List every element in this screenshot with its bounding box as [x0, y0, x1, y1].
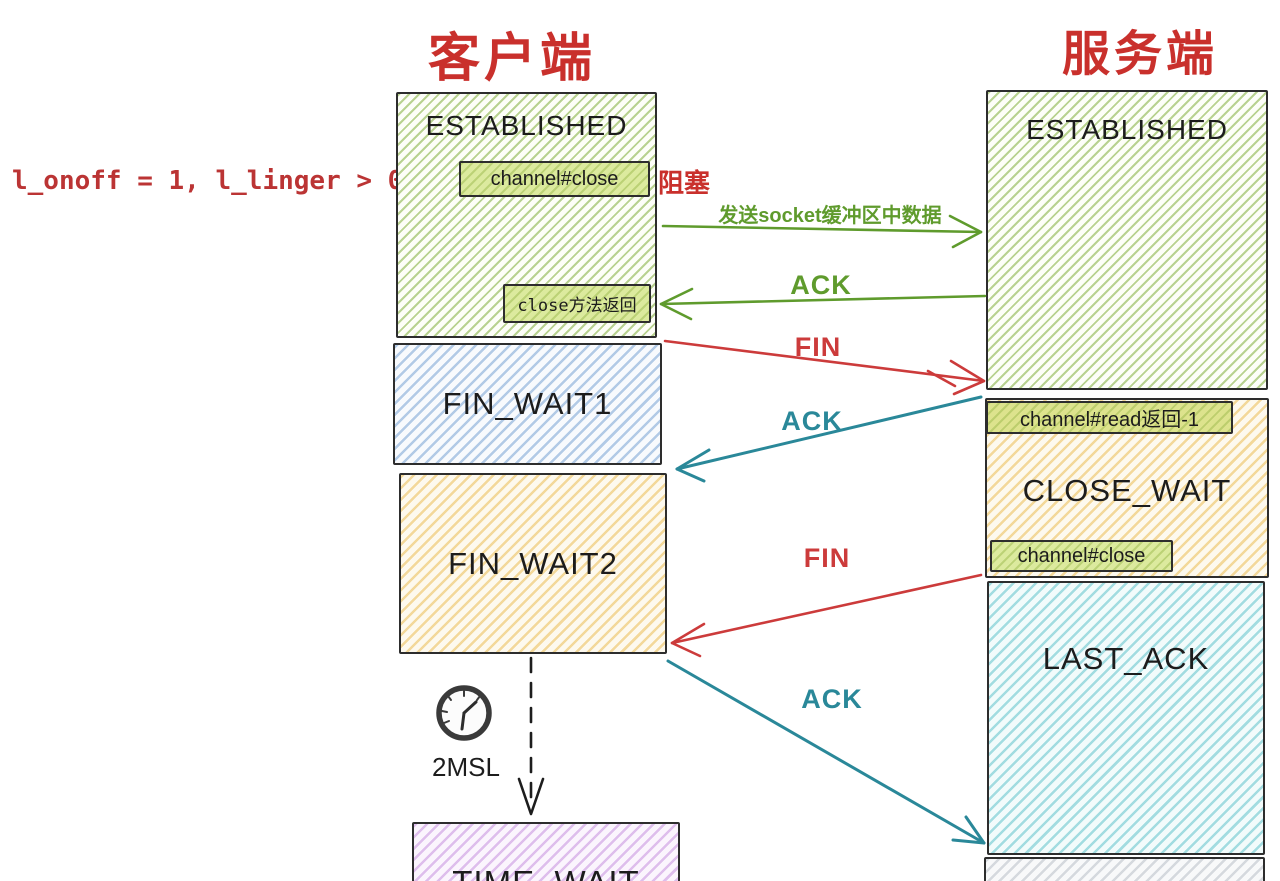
server-channel-close-box: channel#close — [990, 540, 1173, 572]
server-channel-close-label: channel#close — [1017, 544, 1146, 567]
server-established-label: ESTABLISHED — [1026, 114, 1228, 145]
linger-option-note: l_onoff = 1, l_linger > 0 — [12, 166, 404, 196]
client-established-box: ESTABLISHED — [396, 92, 657, 338]
client-close-return-box: close方法返回 — [503, 284, 651, 323]
server-read-return-label: channel#read返回-1 — [1020, 409, 1199, 431]
client-column-title: 客户端 — [427, 30, 597, 88]
client-channel-close-label: channel#close — [490, 167, 619, 190]
server-last-ack-label: LAST_ACK — [1042, 641, 1210, 676]
server-column-title: 服务端 — [1061, 28, 1219, 81]
client-time-wait-label: TIME_WAIT — [452, 864, 639, 881]
server-established-box: ESTABLISHED — [986, 90, 1268, 390]
timer-2msl-label: 2MSL — [432, 752, 500, 782]
client-fin-wait2-label: FIN_WAIT2 — [448, 545, 618, 581]
msg-send-buffer-label: 发送socket缓冲区中数据 — [718, 205, 942, 227]
client-time-wait-box: TIME_WAIT — [412, 822, 680, 881]
client-close-return-label: close方法返回 — [517, 296, 637, 316]
client-established-label: ESTABLISHED — [425, 110, 628, 141]
clock-icon — [436, 685, 492, 741]
msg-ack-fin1-label: ACK — [781, 406, 843, 436]
client-channel-close-box: channel#close — [459, 161, 650, 197]
client-fin-wait2-box: FIN_WAIT2 — [399, 473, 667, 654]
server-last-ack-box: LAST_ACK — [987, 581, 1265, 855]
msg-fin-client-label: FIN — [794, 332, 842, 362]
block-note: 阻塞 — [658, 168, 711, 198]
arrow-fin-server — [670, 573, 983, 658]
arrow-timeout-dashed — [517, 656, 545, 816]
client-fin-wait1-box: FIN_WAIT1 — [393, 343, 662, 465]
server-close-wait-label: CLOSE_WAIT — [1022, 473, 1232, 508]
client-fin-wait1-label: FIN_WAIT1 — [442, 386, 613, 421]
server-closed-box — [984, 857, 1265, 881]
msg-ack-data-label: ACK — [790, 270, 852, 300]
msg-fin-server-label: FIN — [803, 543, 851, 573]
server-read-return-box: channel#read返回-1 — [986, 401, 1233, 434]
msg-ack-fin2-label: ACK — [801, 684, 863, 714]
